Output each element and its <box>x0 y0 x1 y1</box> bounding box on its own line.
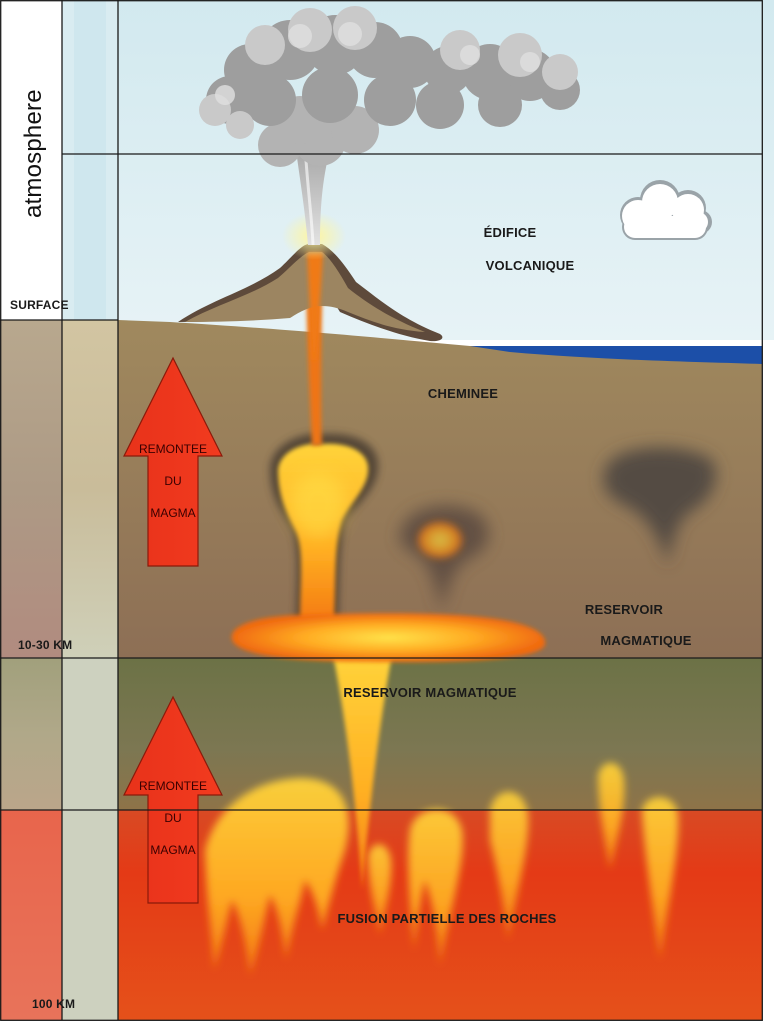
upper-mantle-layer <box>118 658 762 810</box>
crust-column-inner <box>62 320 118 658</box>
fusion-label: FUSION PARTIELLE DES ROCHES <box>337 911 557 926</box>
main-magma-reservoir <box>231 613 546 662</box>
crustal-magma-chamber <box>270 433 379 622</box>
mantle-column-outer <box>0 658 62 810</box>
sea <box>470 346 762 364</box>
arrow1-text-line1: REMONTEE <box>138 442 208 456</box>
reservoir-right-line1: RESERVOIR <box>584 602 664 617</box>
depth-mid-label: 10-30 KM <box>18 638 73 652</box>
reservoir-center-label: RESERVOIR MAGMATIQUE <box>343 685 517 700</box>
depth-deep-label: 100 KM <box>32 997 76 1011</box>
up-arrow-icon <box>123 695 223 904</box>
mantle-column-inner <box>62 658 118 1020</box>
arrow2-text-line2: DU <box>164 811 182 825</box>
arrow1-text-line2: DU <box>164 474 182 488</box>
cheminee-label: CHEMINEE <box>427 386 499 401</box>
eruption-plume <box>199 6 580 246</box>
solidified-plume-right <box>603 447 716 565</box>
arrow2-text-line1: REMONTEE <box>138 779 208 793</box>
arrow2-text-line3: MAGMA <box>150 843 196 857</box>
partial-melt-plumes <box>205 762 679 975</box>
edifice-label-line2: VOLCANIQUE <box>485 258 575 273</box>
cloud-icon <box>620 180 712 240</box>
feeder-dyke <box>333 655 392 890</box>
arrow1-text-line3: MAGMA <box>150 506 196 520</box>
atmosphere-label: atmosphere <box>20 89 47 218</box>
edifice-label-line1: ÉDIFICE <box>483 225 537 240</box>
deep-column-outer <box>0 810 62 1020</box>
surface-label: SURFACE <box>10 298 69 312</box>
reservoir-right-line2: MAGMATIQUE <box>600 633 692 648</box>
crust-layer <box>118 320 762 658</box>
crust-column-outer <box>0 320 62 658</box>
small-magma-plume <box>399 505 489 612</box>
up-arrow-icon <box>123 356 223 567</box>
atmosphere-column <box>0 0 62 320</box>
